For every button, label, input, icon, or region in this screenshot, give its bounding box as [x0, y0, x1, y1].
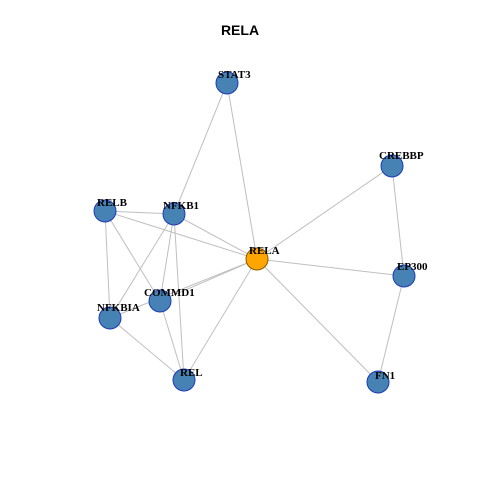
- figure-title: RELA: [220, 22, 260, 38]
- node-label-nfkb1: NFKB1: [163, 200, 199, 212]
- node-label-relb: RELB: [97, 197, 128, 209]
- edge-ep300-fn1: [377, 275, 405, 383]
- edge-nfkbia-rel: [109, 317, 185, 381]
- node-crebbp: [380, 154, 404, 178]
- node-label-commd1: COMMD1: [144, 287, 195, 299]
- edge-commd1-rel: [159, 300, 185, 381]
- edge-rela-nfkbia: [109, 258, 258, 319]
- node-fn1: [366, 370, 390, 394]
- node-layer: [93, 71, 416, 394]
- edge-rela-rel: [183, 258, 258, 381]
- edge-stat3-nfkb1: [173, 82, 228, 215]
- node-rela: [245, 247, 269, 271]
- edge-relb-commd1: [104, 210, 161, 302]
- edge-rela-ep300: [256, 258, 405, 277]
- edge-layer: [104, 82, 405, 383]
- node-ep300: [392, 264, 416, 288]
- node-label-crebbp: CREBBP: [379, 150, 424, 162]
- node-label-nfkbia: NFKBIA: [97, 302, 140, 314]
- edge-stat3-rela: [226, 82, 258, 260]
- node-label-rela: RELA: [249, 245, 280, 257]
- edge-relb-rela: [104, 210, 258, 260]
- edge-nfkb1-rela: [173, 213, 258, 260]
- node-rel: [172, 368, 196, 392]
- node-commd1: [148, 289, 172, 313]
- edge-nfkb1-nfkbia: [109, 213, 175, 319]
- node-label-ep300: EP300: [397, 261, 428, 273]
- edge-crebbp-ep300: [391, 165, 405, 277]
- node-label-fn1: FN1: [375, 370, 395, 382]
- edge-relb-nfkbia: [104, 210, 111, 319]
- node-label-rel: REL: [180, 367, 203, 379]
- edge-nfkb1-commd1: [159, 213, 175, 302]
- edge-relb-nfkb1: [104, 210, 175, 215]
- node-stat3: [215, 71, 239, 95]
- node-relb: [93, 199, 117, 223]
- edge-nfkb1-rel: [173, 213, 185, 381]
- edge-rela-fn1: [256, 258, 379, 383]
- node-label-stat3: STAT3: [218, 69, 251, 81]
- edge-crebbp-rela: [256, 165, 393, 260]
- node-nfkb1: [162, 202, 186, 226]
- node-nfkbia: [98, 306, 122, 330]
